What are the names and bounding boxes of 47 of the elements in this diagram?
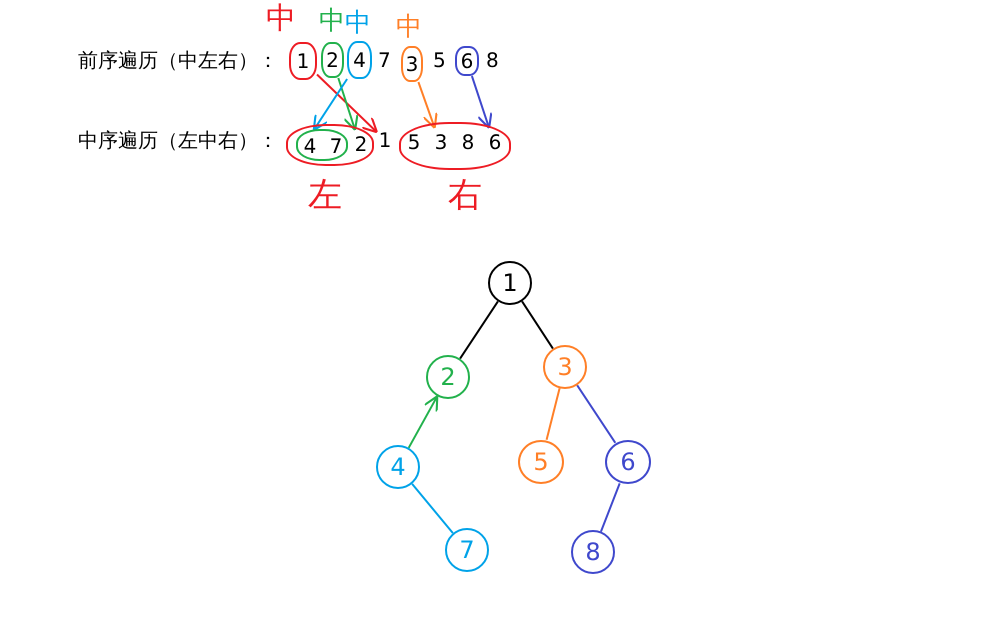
tree-node-circle: 6 xyxy=(605,440,651,484)
annotation-text: 中 xyxy=(345,10,371,36)
arrow xyxy=(408,395,438,448)
annotation-text: 中 xyxy=(319,8,345,34)
grouping-loop xyxy=(286,124,374,166)
connector-line xyxy=(411,483,454,534)
number-text: 4 xyxy=(302,134,318,158)
row-label: 前序遍历（中左右）： xyxy=(78,50,278,70)
tree-node-circle: 5 xyxy=(518,440,564,484)
circled-number: 3 xyxy=(401,46,423,82)
arrow xyxy=(417,82,438,130)
tree-node-circle: 3 xyxy=(543,345,587,389)
number-text: 7 xyxy=(378,50,391,70)
tree-node-circle: 4 xyxy=(376,445,420,489)
annotation-text: 左 xyxy=(308,178,342,212)
arrow xyxy=(337,78,358,132)
number-text: 1 xyxy=(377,128,393,152)
annotation-text: 中 xyxy=(396,14,422,40)
number-text: 6 xyxy=(487,130,503,154)
number-text: 8 xyxy=(460,130,476,154)
tree-node-circle: 7 xyxy=(445,528,489,572)
circled-number: 1 xyxy=(289,42,317,80)
row-label: 中序遍历（左中右）： xyxy=(78,130,278,150)
arrow xyxy=(316,74,378,134)
circled-number: 6 xyxy=(455,46,479,76)
number-text: 3 xyxy=(433,130,449,154)
grouping-loop xyxy=(399,122,511,170)
circled-number: 2 xyxy=(321,42,344,78)
annotation-text: 中 xyxy=(266,4,296,34)
number-text: 2 xyxy=(353,132,369,156)
connector-line xyxy=(576,384,616,444)
annotation-text: 右 xyxy=(448,178,482,212)
number-text: 5 xyxy=(433,50,446,70)
tree-node-circle: 8 xyxy=(571,530,615,574)
connector-line xyxy=(459,300,499,360)
circled-number: 4 xyxy=(347,41,372,79)
tree-node-circle: 2 xyxy=(426,355,470,399)
connector-line xyxy=(600,483,621,532)
number-text: 5 xyxy=(406,130,422,154)
grouping-loop xyxy=(296,129,348,161)
number-text: 7 xyxy=(328,134,344,158)
arrow xyxy=(470,76,492,130)
tree-node-circle: 1 xyxy=(488,261,532,305)
number-text: 8 xyxy=(486,50,499,70)
connector-line xyxy=(546,388,561,440)
arrow xyxy=(312,78,348,132)
connector-line xyxy=(521,300,554,350)
